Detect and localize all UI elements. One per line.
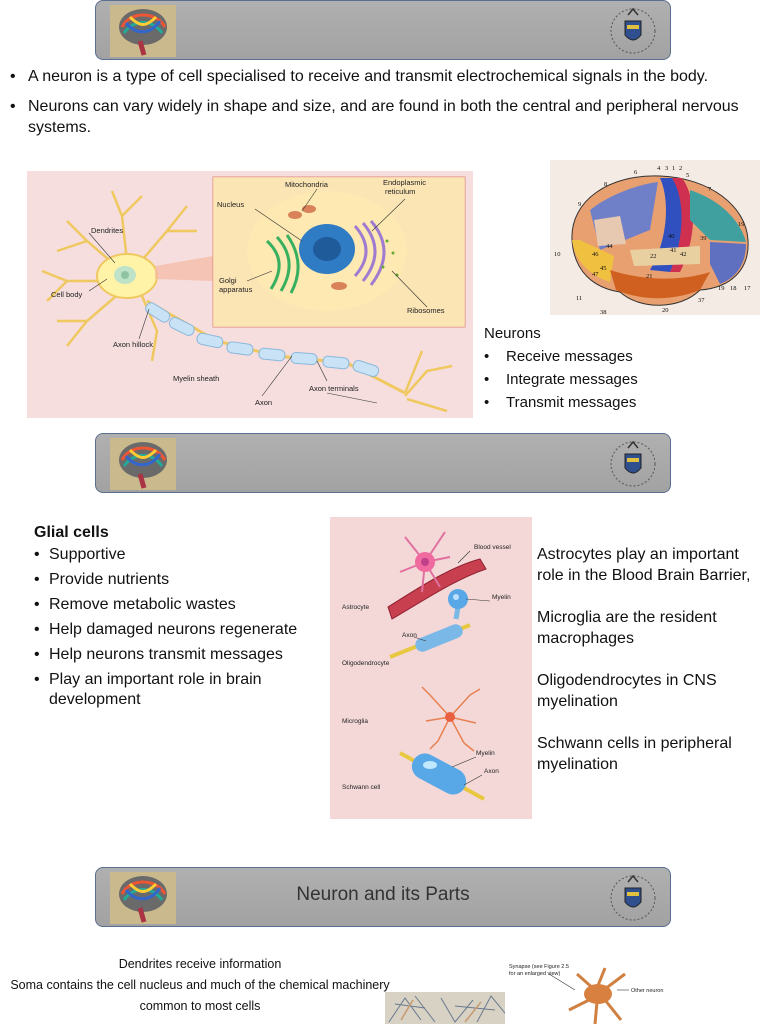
- label-golgi-2: apparatus: [219, 285, 253, 294]
- glial-item-wastes: Remove metabolic wastes: [34, 595, 324, 615]
- glial-title: Glial cells: [34, 524, 109, 541]
- header-banner-1: [95, 0, 671, 60]
- label-er-2: reticulum: [385, 187, 415, 196]
- brain-num-22: 22: [650, 253, 657, 260]
- bullet-neuron-definition: A neuron is a type of cell specialised t…: [8, 66, 760, 87]
- synapse-label-2: for an enlarged view): [509, 971, 561, 977]
- label-axon-2: Axon: [484, 768, 499, 775]
- banner-title-neuron-parts: Neuron and its Parts: [296, 884, 470, 905]
- other-neuron-label: Other neuron: [631, 988, 663, 994]
- brain-num-45: 45: [600, 265, 607, 272]
- label-nucleus: Nucleus: [217, 200, 244, 209]
- brain-logo-icon: [110, 872, 176, 924]
- label-cell-body: Cell body: [51, 290, 83, 299]
- brain-num-40: 40: [668, 233, 675, 240]
- glial-item-transmit: Help neurons transmit messages: [34, 645, 324, 665]
- micrograph-image: [385, 992, 517, 1024]
- brain-num-21: 21: [646, 273, 653, 280]
- brain-num-37: 37: [698, 297, 705, 304]
- neurons-functions: Neurons Receive messages Integrate messa…: [484, 322, 638, 414]
- label-ribosomes: Ribosomes: [407, 306, 445, 315]
- brain-num-42: 42: [680, 251, 687, 258]
- synapse-label-1: Synapse (see Figure 2.5: [509, 964, 569, 970]
- glial-item-supportive: Supportive: [34, 545, 324, 565]
- glial-item-nutrients: Provide nutrients: [34, 570, 324, 590]
- brain-num-19-upper: 19: [738, 221, 745, 228]
- label-microglia: Microglia: [342, 718, 368, 725]
- neurons-item-receive: Receive messages: [484, 345, 638, 368]
- brodmann-brain-map: 6 4 3 1 2 5 7 8 9 10 11 19 18 17 37 20 3…: [550, 160, 760, 315]
- brain-num-5: 5: [686, 172, 689, 179]
- brain-num-44: 44: [606, 243, 613, 250]
- brain-num-1: 1: [672, 165, 675, 172]
- brain-logo-icon: [110, 5, 176, 57]
- glial-cells-list: Glial cells Supportive Provide nutrients…: [34, 520, 324, 715]
- university-crest-icon: [610, 7, 656, 54]
- note-microglia: Microglia are the resident macrophages: [537, 609, 717, 647]
- synapse-figure: Synapse (see Figure 2.5 for an enlarged …: [505, 960, 665, 1024]
- brain-num-17: 17: [744, 285, 751, 292]
- label-oligodendrocyte: Oligodendrocyte: [342, 660, 390, 667]
- brain-num-9: 9: [578, 201, 581, 208]
- brain-num-19-lower: 19: [718, 285, 725, 292]
- neuron-diagram: Dendrites Cell body Axon hillock Myelin …: [27, 171, 473, 418]
- parts-dendrites: Dendrites receive information: [118, 957, 282, 971]
- brain-num-6: 6: [634, 169, 638, 176]
- label-myelin-1: Myelin: [492, 594, 511, 601]
- label-axon-1: Axon: [402, 632, 417, 639]
- brain-num-38: 38: [600, 309, 607, 315]
- brain-num-2: 2: [679, 165, 682, 172]
- brain-num-3: 3: [665, 165, 668, 172]
- header-banner-2: [95, 433, 671, 493]
- brain-num-4: 4: [657, 165, 661, 172]
- glial-item-regenerate: Help damaged neurons regenerate: [34, 620, 324, 640]
- university-crest-icon: [610, 440, 656, 487]
- label-schwann-cell: Schwann cell: [342, 784, 381, 791]
- label-axon-hillock: Axon hillock: [113, 340, 153, 349]
- brain-num-46: 46: [592, 251, 599, 258]
- parts-soma: Soma contains the cell nucleus and much …: [10, 978, 390, 1013]
- intro-bullets: A neuron is a type of cell specialised t…: [8, 66, 760, 147]
- label-dendrites: Dendrites: [91, 226, 123, 235]
- brain-num-39: 39: [700, 235, 707, 242]
- university-crest-icon: [610, 874, 656, 921]
- neurons-item-transmit: Transmit messages: [484, 391, 638, 414]
- label-golgi-1: Golgi: [219, 276, 237, 285]
- brain-num-47: 47: [592, 271, 599, 278]
- note-schwann: Schwann cells in peripheral myelination: [537, 735, 732, 773]
- note-astrocytes: Astrocytes play an important role in the…: [537, 546, 751, 584]
- label-mitochondria: Mitochondria: [285, 180, 329, 189]
- brain-num-41: 41: [670, 247, 677, 254]
- neurons-item-integrate: Integrate messages: [484, 368, 638, 391]
- label-myelin-2: Myelin: [476, 750, 495, 757]
- label-axon: Axon: [255, 398, 272, 407]
- glial-cells-diagram: Blood vessel Astrocyte Myelin Axon Oligo…: [330, 517, 532, 819]
- neurons-title: Neurons: [484, 325, 541, 342]
- brain-num-7: 7: [708, 186, 712, 193]
- glial-item-development: Play an important role in brain developm…: [34, 670, 324, 710]
- brain-num-20: 20: [662, 307, 669, 314]
- bullet-neuron-variety: Neurons can vary widely in shape and siz…: [8, 96, 760, 138]
- brain-num-11: 11: [576, 295, 582, 302]
- label-axon-terminals: Axon terminals: [309, 384, 359, 393]
- neuron-parts-text: Dendrites receive information Soma conta…: [10, 954, 390, 1017]
- label-myelin-sheath: Myelin sheath: [173, 374, 219, 383]
- glial-notes: Astrocytes play an important role in the…: [537, 544, 762, 796]
- brain-num-10: 10: [554, 251, 561, 258]
- note-oligodendrocytes: Oligodendrocytes in CNS myelination: [537, 672, 717, 710]
- label-er-1: Endoplasmic: [383, 178, 426, 187]
- brain-num-18: 18: [730, 285, 737, 292]
- label-astrocyte: Astrocyte: [342, 604, 369, 611]
- brain-num-8: 8: [604, 181, 607, 188]
- brain-logo-icon: [110, 438, 176, 490]
- label-blood-vessel: Blood vessel: [474, 544, 511, 551]
- header-banner-3: Neuron and its Parts: [95, 867, 671, 927]
